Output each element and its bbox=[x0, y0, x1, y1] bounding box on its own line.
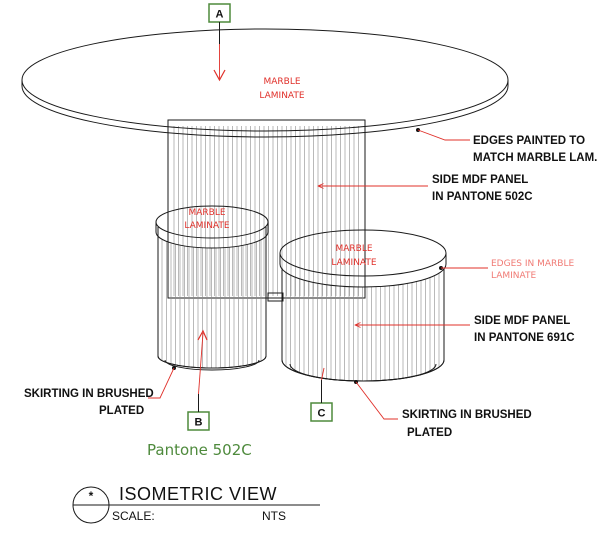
tag-c[interactable]: C bbox=[310, 402, 333, 422]
callout-edges-marble: EDGES IN MARBLE LAMINATE bbox=[439, 259, 574, 281]
callout-side-panel-691: SIDE MDF PANEL IN PANTONE 691C bbox=[355, 315, 575, 344]
scale-label: SCALE: bbox=[112, 509, 155, 523]
callout-side-panel-502-1: SIDE MDF PANEL bbox=[432, 174, 528, 186]
callout-side-panel-502: SIDE MDF PANEL IN PANTONE 502C bbox=[318, 174, 533, 203]
title-block: * ISOMETRIC VIEW SCALE: NTS bbox=[72, 484, 320, 524]
tag-b[interactable]: B bbox=[187, 411, 210, 431]
callout-skirting-right: SKIRTING IN BRUSHED PLATED bbox=[354, 380, 532, 439]
tag-b-text: B bbox=[195, 417, 203, 429]
callout-skirting-left-2: PLATED bbox=[99, 405, 144, 417]
view-reference-marker: * bbox=[89, 489, 94, 503]
tag-a[interactable]: A bbox=[208, 3, 231, 23]
callout-skirting-left-1: SKIRTING IN BRUSHED bbox=[24, 388, 154, 400]
callout-skirting-right-1: SKIRTING IN BRUSHED bbox=[402, 409, 532, 421]
callout-edges-marble-2: LAMINATE bbox=[491, 271, 536, 281]
callout-edges-painted-1: EDGES PAINTED TO bbox=[473, 135, 585, 147]
label-b-marble-2: LAMINATE bbox=[184, 221, 229, 231]
table-top bbox=[21, 28, 509, 138]
callout-side-panel-691-2: IN PANTONE 691C bbox=[474, 332, 575, 344]
callout-skirting-right-2: PLATED bbox=[407, 427, 452, 439]
callout-edges-marble-1: EDGES IN MARBLE bbox=[491, 259, 574, 269]
table-pedestal bbox=[167, 119, 366, 302]
scale-value: NTS bbox=[262, 509, 286, 523]
stool-c bbox=[279, 229, 447, 382]
pantone-note: Pantone 502C bbox=[147, 441, 252, 459]
label-top-marble-1: MARBLE bbox=[263, 77, 300, 87]
callout-side-panel-502-2: IN PANTONE 502C bbox=[432, 191, 533, 203]
tag-c-text: C bbox=[318, 408, 326, 420]
label-c-marble-2: LAMINATE bbox=[331, 258, 376, 268]
callout-edges-painted-2: MATCH MARBLE LAM. bbox=[473, 152, 597, 164]
callout-side-panel-691-1: SIDE MDF PANEL bbox=[474, 315, 570, 327]
label-b-marble-1: MARBLE bbox=[188, 208, 225, 218]
tag-a-text: A bbox=[216, 9, 224, 21]
view-title: ISOMETRIC VIEW bbox=[119, 484, 277, 504]
stool-b bbox=[155, 205, 269, 371]
label-c-marble-1: MARBLE bbox=[335, 244, 372, 254]
label-top-marble-2: LAMINATE bbox=[259, 91, 304, 101]
callout-skirting-left: SKIRTING IN BRUSHED PLATED bbox=[24, 366, 176, 417]
callout-edges-painted: EDGES PAINTED TO MATCH MARBLE LAM. bbox=[416, 128, 597, 164]
